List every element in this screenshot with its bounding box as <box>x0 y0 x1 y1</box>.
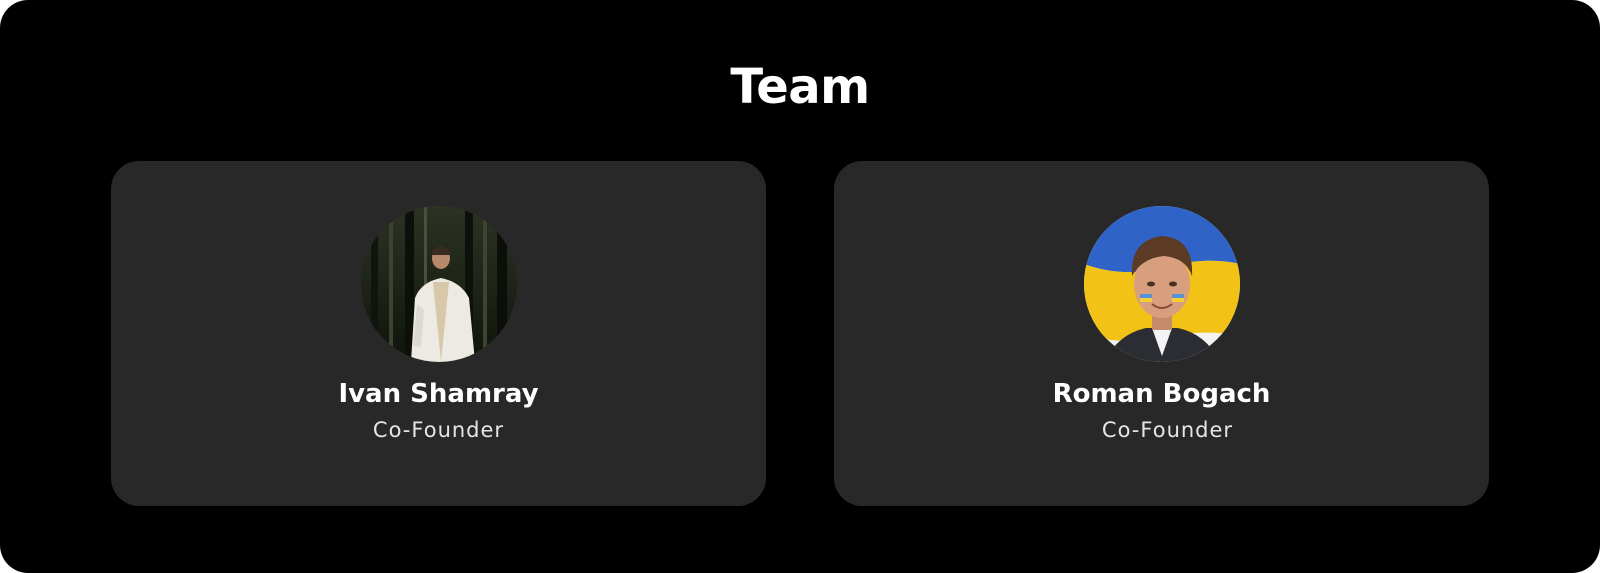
section-title: Team <box>730 59 870 115</box>
member-role: Co-Founder <box>1101 418 1234 442</box>
team-cards: Ivan Shamray Co-Founder <box>111 161 1489 506</box>
team-member-card: Roman Bogach Co-Founder <box>834 161 1489 506</box>
avatar-illustration-icon <box>1084 206 1240 362</box>
member-role: Co-Founder <box>372 418 505 442</box>
member-name: Roman Bogach <box>1052 379 1271 409</box>
avatar <box>361 206 517 362</box>
member-name: Ivan Shamray <box>338 379 539 409</box>
avatar <box>1084 206 1240 362</box>
team-member-card: Ivan Shamray Co-Founder <box>111 161 766 506</box>
avatar-photo-icon <box>361 206 517 362</box>
